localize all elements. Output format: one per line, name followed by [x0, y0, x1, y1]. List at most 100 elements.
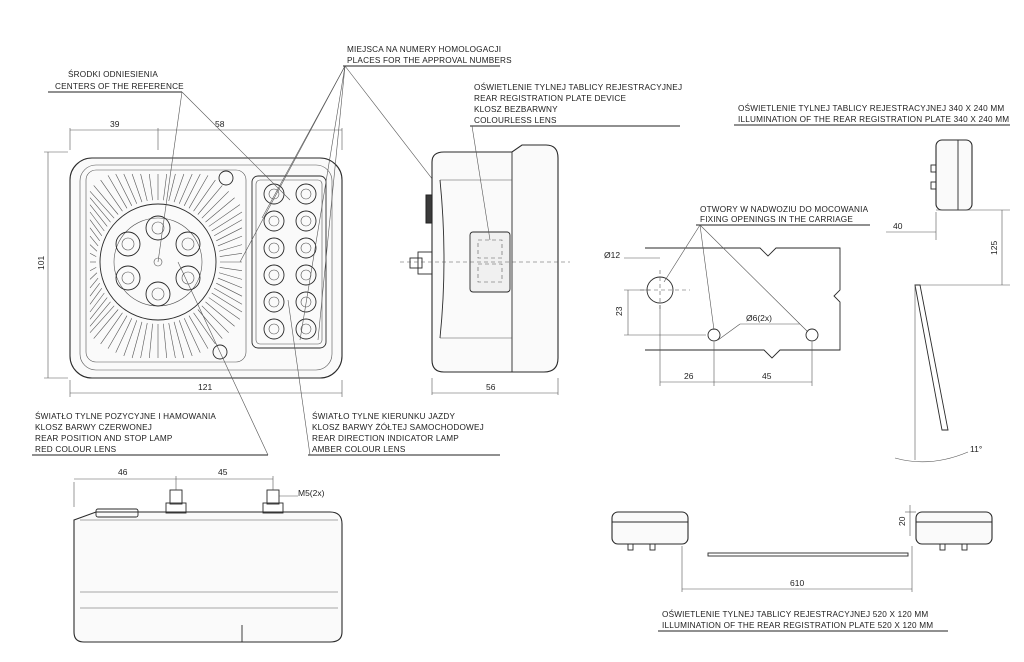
red-led: [115, 265, 141, 291]
label-approval-pl: MIEJSCA NA NUMERY HOMOLOGACJI: [347, 45, 501, 54]
reflector-rib: [197, 309, 223, 339]
dim-side-offset: 40: [893, 221, 903, 231]
label-indicator-en2: AMBER COLOUR LENS: [312, 445, 406, 454]
amber-led: [295, 318, 317, 340]
reflector-rib: [89, 197, 111, 223]
reflector-rib: [89, 292, 105, 313]
label-illum340-pl: OŚWIETLENIE TYLNEJ TABLICY REJESTRACYJNE…: [738, 102, 1004, 113]
label-fixing-en: FIXING OPENINGS IN THE CARRIAGE: [700, 215, 853, 224]
dim-plate-span: 610: [790, 578, 804, 588]
amber-led: [263, 264, 285, 286]
dim-top-left: 46: [118, 467, 128, 477]
callout-rear-position: ŚWIATŁO TYLNE POZYCYJNE I HAMOWANIA KLOS…: [32, 261, 269, 456]
amber-led: [295, 237, 317, 259]
reflector-rib: [205, 197, 235, 223]
reflector-rib: [216, 227, 243, 242]
reflector-rib: [115, 318, 133, 353]
callout-indicator: ŚWIATŁO TYLNE KIERUNKU JAZDY KLOSZ BARWY…: [287, 299, 500, 456]
label-reference-pl: ŚRODKI ODNIESIENIA: [68, 68, 158, 79]
reflector-rib: [89, 267, 97, 271]
reflector-rib: [89, 211, 105, 232]
reflector-rib: [89, 191, 115, 219]
reflector-rib: [148, 173, 153, 201]
red-led: [175, 265, 201, 291]
reflector-rib: [214, 287, 243, 305]
reflector-rib: [163, 323, 168, 359]
reflector-rib: [218, 244, 243, 252]
reflector-rib: [173, 321, 185, 359]
dim-hole-offset: 26: [684, 371, 694, 381]
top-view: 46 45 M5(2x): [73, 467, 343, 643]
label-plate-device-pl2: KLOSZ BEZBARWNY: [474, 105, 558, 114]
label-plate-device-en1: REAR REGISTRATION PLATE DEVICE: [474, 94, 627, 103]
reflector-rib: [183, 173, 201, 206]
fixing-holes-view: Ø12 23 26 45 Ø6(2x) OTWORY W NADWOZIU DO…: [604, 205, 870, 386]
reflector-rib: [201, 305, 229, 333]
label-rear-pos-en2: RED COLOUR LENS: [35, 445, 117, 454]
reflector-rib: [100, 179, 123, 212]
label-plate-device-pl1: OŚWIETLENIE TYLNEJ TABLICY REJESTRACYJNE…: [474, 81, 682, 92]
label-rear-pos-en1: REAR POSITION AND STOP LAMP: [35, 434, 173, 443]
dim-plate-gap: 20: [897, 516, 907, 526]
reflector-rib: [211, 292, 243, 313]
dim-hole-large: Ø12: [604, 250, 620, 260]
label-fixing-pl: OTWORY W NADWOZIU DO MOCOWANIA: [700, 205, 869, 214]
label-indicator-en1: REAR DIRECTION INDICATOR LAMP: [312, 434, 459, 443]
amber-led: [295, 264, 317, 286]
dim-stud-thread: M5(2x): [298, 488, 325, 498]
reflector-rib: [219, 267, 243, 272]
reflector-rib: [89, 305, 115, 333]
dim-front-left: 39: [110, 119, 120, 129]
reflector-rib: [208, 204, 241, 227]
reflector-rib: [205, 301, 235, 327]
red-led: [145, 215, 171, 241]
reflector-rib: [123, 320, 138, 357]
dim-hole-spacing: 45: [762, 371, 772, 381]
reflector-rib: [115, 173, 133, 206]
amber-led: [263, 237, 285, 259]
reflector-rib: [201, 191, 229, 219]
reflector-rib: [89, 219, 103, 236]
dim-hole-small: Ø6(2x): [746, 313, 772, 323]
reflector-rib: [188, 315, 209, 349]
label-reference-en: CENTERS OF THE REFERENCE: [55, 82, 184, 91]
reflector-rib: [216, 282, 243, 297]
reflector-rib: [89, 204, 108, 227]
red-led: [145, 281, 171, 307]
plate-340-view: OŚWIETLENIE TYLNEJ TABLICY REJESTRACYJNE…: [734, 102, 1010, 463]
side-view: 56: [400, 144, 570, 395]
amber-led: [263, 210, 285, 232]
reflector-rib: [178, 320, 193, 357]
reflector-rib: [217, 235, 243, 247]
reflector-rib: [89, 288, 103, 305]
reflector-rib: [140, 173, 148, 202]
callout-reference: ŚRODKI ODNIESIENIA CENTERS OF THE REFERE…: [48, 68, 291, 263]
reflector-rib: [131, 321, 143, 359]
reflector-rib: [219, 252, 243, 257]
dim-side-height: 125: [989, 241, 999, 255]
label-rear-pos-pl2: KLOSZ BARWY CZERWONEJ: [35, 423, 152, 432]
dim-front-width: 121: [198, 382, 212, 392]
reflector-rib: [173, 173, 185, 203]
reflector-rib: [131, 173, 143, 203]
red-led: [175, 231, 201, 257]
amber-led: [295, 183, 317, 205]
front-view: 39 58 101 121: [36, 119, 343, 397]
plate-520-view: 610 20 OŚWIETLENIE TYLNEJ TABLICY REJEST…: [611, 505, 993, 632]
reflector-rib: [168, 323, 176, 359]
reflector-rib: [148, 323, 153, 359]
reflector-rib: [140, 323, 148, 359]
amber-led: [263, 291, 285, 313]
reflector-rib: [178, 173, 193, 204]
amber-led: [295, 210, 317, 232]
reflector-rib: [89, 301, 111, 327]
dim-front-right: 58: [215, 119, 225, 129]
reflector-rib: [89, 227, 100, 241]
label-illum520-pl: OŚWIETLENIE TYLNEJ TABLICY REJESTRACYJNE…: [662, 608, 928, 619]
reflector-rib: [208, 297, 241, 320]
reflector-rib: [107, 315, 128, 349]
reflector-rib: [89, 253, 97, 257]
reflector-rib: [89, 277, 99, 289]
reference-center: [153, 257, 163, 267]
reflector-rib: [89, 297, 108, 320]
